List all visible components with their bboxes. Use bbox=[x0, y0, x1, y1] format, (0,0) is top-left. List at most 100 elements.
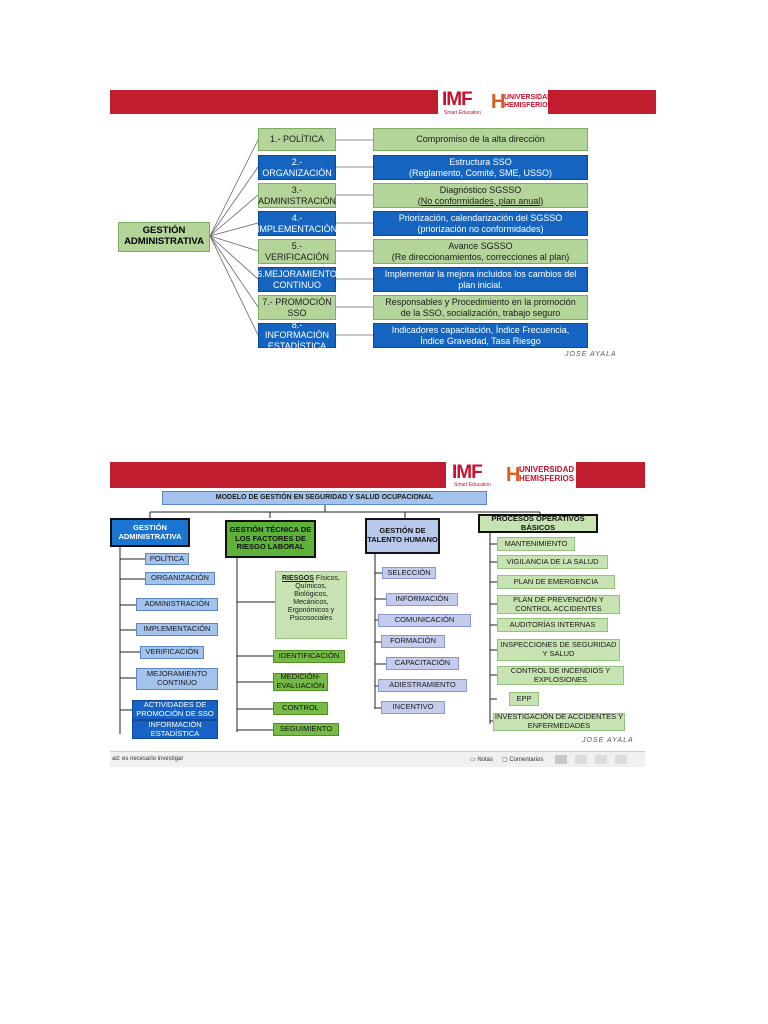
col3-item-informacion: INFORMACIÓN bbox=[386, 593, 458, 606]
row-4-right-line2: (priorización no conformidades) bbox=[417, 223, 544, 234]
row-8-right-line1: Indicadores capacitación, Índice Frecuen… bbox=[391, 325, 570, 336]
row-6-right-line1: Implementar la mejora incluidos los camb… bbox=[384, 269, 577, 280]
status-text: ad: es necesario investigar bbox=[112, 756, 184, 762]
row-3-right-line2: (No conformidades, plan anual) bbox=[417, 195, 544, 206]
row-2-right-line2: (Reglamento, Comité, SME, USSO) bbox=[408, 167, 553, 178]
comments-button[interactable]: ▢ Comentarios bbox=[502, 756, 543, 763]
col2-item-seguimiento: SEGUIMIENTO bbox=[273, 723, 339, 736]
row-7-right-line2: de la SSO, socialización, trabajo seguro bbox=[400, 307, 561, 318]
riesgos-title: RIESGOS bbox=[282, 575, 314, 582]
col1-item-implementacion: IMPLEMENTACIÓN bbox=[136, 623, 218, 636]
row-4-left: 4.- IMPLEMENTACIÓN bbox=[257, 211, 337, 236]
row-5-right: Avance SGSSO(Re direccionamientos, corre… bbox=[373, 239, 588, 264]
col1-item-mejoramiento: MEJORAMIENTO CONTINUO bbox=[136, 668, 218, 690]
col3-item-adiestramiento: ADIESTRAMIENTO bbox=[378, 679, 467, 692]
row-1-left: 1.- POLÍTICA bbox=[258, 128, 336, 151]
row-7-right: Responsables y Procedimiento en la promo… bbox=[373, 295, 588, 320]
connector-lines bbox=[209, 139, 373, 336]
col1-item-administracion: ADMINISTRACIÓN bbox=[136, 598, 218, 611]
col1-item-actividades: ACTIVIDADES DE PROMOCIÓN DE SSO bbox=[132, 700, 218, 720]
logo-area-2: IMF Smart Education H UNIVERSIDAD HEMISF… bbox=[446, 462, 576, 490]
row-8-right: Indicadores capacitación, Índice Frecuen… bbox=[373, 323, 588, 348]
row-5-right-line2: (Re direccionamientos, correcciones al p… bbox=[391, 251, 570, 262]
col3-head: GESTIÓN DE TALENTO HUMANO bbox=[365, 518, 440, 554]
col1-item-verificacion: VERIFICACIÓN bbox=[140, 646, 204, 659]
normal-view-icon[interactable] bbox=[555, 755, 567, 764]
row-3-right-line1: Diagnóstico SGSSO bbox=[439, 185, 522, 196]
col4-item-plan-prevencion: PLAN DE PREVENCIÓN Y CONTROL ACCIDENTES bbox=[497, 595, 620, 614]
col4-item-mantenimiento: MANTENIMIENTO bbox=[497, 537, 575, 551]
riesgos-text: Físicos, Químicos, Biológicos, Mecánicos… bbox=[287, 575, 340, 623]
col2-head: GESTIÓN TÉCNICA DE LOS FACTORES DE RIESG… bbox=[225, 520, 316, 558]
col2-item-medicion: MEDICIÓN-EVALUACIÓN bbox=[273, 673, 328, 691]
comment-icon: ▢ bbox=[502, 757, 508, 763]
col4-item-epp: EPP bbox=[509, 692, 539, 706]
row-2-right: Estructura SSO(Reglamento, Comité, SME, … bbox=[373, 155, 588, 180]
col1-item-politica: POLÍTICA bbox=[145, 553, 189, 565]
row-2-left: 2.- ORGANIZACIÓN bbox=[258, 155, 336, 180]
row-1-right-line1: Compromiso de la alta dirección bbox=[416, 134, 545, 145]
row-8-left: 8.- INFORMACIÓN ESTADÍSTICA bbox=[258, 320, 336, 351]
uh-logo-line2: HEMISFERIOS bbox=[504, 101, 553, 109]
col3-item-seleccion: SELECCIÓN bbox=[382, 567, 436, 579]
col2-item-control: CONTROL bbox=[273, 702, 328, 715]
riesgos-box: RIESGOS Físicos, Químicos, Biológicos, M… bbox=[275, 571, 347, 639]
uh-logo-line1-2: UNIVERSIDAD bbox=[519, 465, 575, 474]
slideshow-icon[interactable] bbox=[615, 755, 627, 764]
col3-item-comunicacion: COMUNICACIÓN bbox=[378, 614, 471, 627]
comments-label: Comentarios bbox=[509, 757, 544, 763]
uh-logo-text: UNIVERSIDAD HEMISFERIOS bbox=[504, 94, 552, 109]
row-3-right: Diagnóstico SGSSO(No conformidades, plan… bbox=[373, 183, 588, 208]
col4-item-auditorias: AUDITORÍAS INTERNAS bbox=[497, 618, 608, 632]
slide-sorter-icon[interactable] bbox=[575, 755, 587, 764]
uh-logo-line2-2: HEMISFERIOS bbox=[519, 473, 575, 483]
imf-logo-2: IMF bbox=[452, 462, 483, 483]
row-4-right: Priorización, calendarización del SGSSO(… bbox=[373, 211, 588, 236]
header-bar bbox=[110, 90, 656, 114]
row-7-left: 7.- PROMOCIÓN SSO bbox=[258, 295, 336, 320]
col3-item-capacitacion: CAPACITACIÓN bbox=[386, 657, 459, 670]
notes-label: Notas bbox=[477, 757, 494, 763]
notes-icon: ▭ bbox=[470, 757, 476, 763]
col3-item-formacion: FORMACIÓN bbox=[381, 635, 445, 648]
row-5-right-line1: Avance SGSSO bbox=[448, 241, 513, 252]
row-5-left: 5.- VERIFICACIÓN bbox=[258, 239, 336, 264]
col4-item-vigilancia: VIGILANCIA DE LA SALUD bbox=[497, 555, 608, 569]
row-6-right-line2: plan inicial. bbox=[458, 279, 503, 290]
col1-item-informacion-estadistica: INFORMACIÓN ESTADÍSTICA bbox=[132, 720, 218, 739]
reading-view-icon[interactable] bbox=[595, 755, 607, 764]
uh-logo-mark-2: H bbox=[506, 464, 521, 486]
row-4-right-line1: Priorización, calendarización del SGSSO bbox=[398, 213, 563, 224]
hub-gestion-administrativa: GESTIÓN ADMINISTRATIVA bbox=[118, 222, 210, 252]
col4-item-plan-emergencia: PLAN DE EMERGENCIA bbox=[497, 575, 615, 589]
signature: JOSE AYALA bbox=[565, 351, 617, 358]
row-3-left: 3.- ADMINISTRACIÓN bbox=[258, 183, 336, 208]
connector-lines-2 bbox=[119, 505, 541, 734]
imf-logo-sub: Smart Education bbox=[444, 110, 481, 116]
signature-2: JOSE AYALA bbox=[582, 737, 634, 744]
col1-head: GESTIÓN ADMINISTRATIVA bbox=[110, 518, 190, 547]
imf-logo: IMF bbox=[442, 89, 473, 110]
slide-2: IMF Smart Education H UNIVERSIDAD HEMISF… bbox=[110, 462, 645, 767]
col4-head: PROCESOS OPERATIVOS BÁSICOS bbox=[478, 514, 598, 533]
row-1-right: Compromiso de la alta dirección bbox=[373, 128, 588, 151]
logo-area: IMF Smart Education H UNIVERSIDAD HEMISF… bbox=[438, 88, 552, 120]
row-2-right-line1: Estructura SSO bbox=[449, 157, 512, 168]
col3-item-incentivo: INCENTIVO bbox=[381, 701, 445, 714]
imf-logo-sub-2: Smart Education bbox=[454, 482, 491, 488]
row-8-right-line2: Índice Gravedad, Tasa Riesgo bbox=[420, 335, 541, 346]
uh-logo-line1: UNIVERSIDAD bbox=[504, 94, 553, 101]
uh-logo-mark: H bbox=[491, 91, 506, 113]
uh-logo-text-2: UNIVERSIDAD HEMISFERIOS bbox=[519, 465, 575, 484]
model-title: MODELO DE GESTIÓN EN SEGURIDAD Y SALUD O… bbox=[162, 491, 487, 505]
row-6-right: Implementar la mejora incluidos los camb… bbox=[373, 267, 588, 292]
row-6-left: 6.MEJORAMIENTO CONTINUO bbox=[257, 267, 337, 292]
col1-item-organizacion: ORGANIZACIÓN bbox=[145, 572, 215, 585]
col4-item-control-incendios: CONTROL DE INCENDIOS Y EXPLOSIONES bbox=[497, 666, 624, 685]
notes-button[interactable]: ▭ Notas bbox=[470, 756, 493, 763]
row-7-right-line1: Responsables y Procedimiento en la promo… bbox=[385, 297, 576, 308]
slide-1: IMF Smart Education H UNIVERSIDAD HEMISF… bbox=[110, 86, 656, 373]
col2-item-identificacion: IDENTIFICACIÓN bbox=[273, 650, 345, 663]
col4-item-inspecciones: INSPECCIONES DE SEGURIDAD Y SALUD bbox=[497, 639, 620, 661]
presentation-status-bar: ad: es necesario investigar ▭ Notas ▢ Co… bbox=[110, 751, 645, 767]
